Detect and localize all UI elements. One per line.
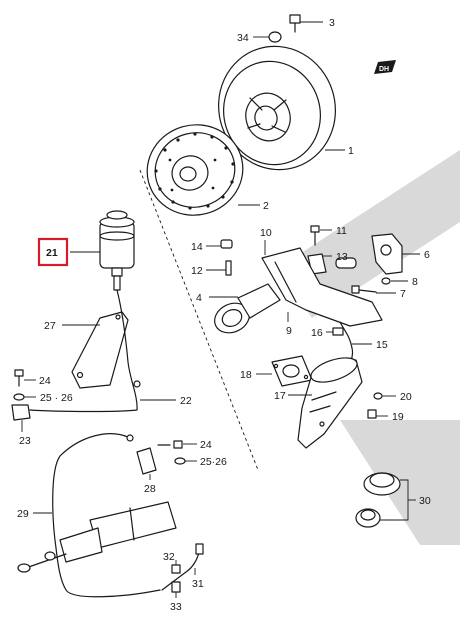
- release-bearing-part-4: 4: [196, 283, 281, 334]
- callout-32: 32: [163, 551, 175, 563]
- hose-part-22: 22: [29, 289, 192, 413]
- pressure-plate-part-1: 1: [218, 45, 354, 171]
- boot-part-30: 30: [355, 472, 431, 528]
- callout-8: 8: [412, 276, 418, 288]
- highlight-box-part-21: [37, 237, 69, 267]
- callout-31: 31: [192, 578, 204, 590]
- callout-22: 22: [180, 395, 192, 407]
- callout-18: 18: [240, 369, 252, 381]
- pin-part-12: 12: [191, 260, 232, 277]
- bracket-part-6: 6: [371, 233, 430, 275]
- callout-12: 12: [191, 265, 203, 277]
- pin-part-11: 11: [310, 225, 347, 246]
- callout-19: 19: [392, 411, 404, 423]
- callout-29: 29: [17, 508, 29, 520]
- callout-23: 23: [19, 435, 31, 447]
- release-fork-part-9: 9: [261, 247, 383, 337]
- fitting-part-32: 32: [163, 551, 181, 574]
- direction-wedge-upper: [278, 150, 460, 318]
- callout-33: 33: [170, 601, 182, 613]
- callout-25-26-right: 25·26: [200, 456, 227, 468]
- callout-13: 13: [336, 251, 348, 263]
- bolt-part-7: 7: [351, 285, 406, 300]
- callout-3: 3: [329, 17, 335, 29]
- pipe-part-29: 29: [17, 433, 161, 598]
- washer-part-25-26-left: 25 · 26: [13, 392, 73, 404]
- link-part-10: 10: [260, 227, 272, 255]
- callout-25-26-left: 25 · 26: [40, 392, 73, 404]
- callout-34: 34: [237, 32, 249, 44]
- washer-part-20: 20: [373, 391, 412, 403]
- bolt-part-3: 3: [289, 14, 335, 33]
- callout-17: 17: [274, 390, 286, 402]
- callout-7: 7: [400, 288, 406, 300]
- callout-11: 11: [336, 225, 347, 237]
- reservoir-part-21: [70, 210, 135, 291]
- gasket-part-18: 18: [240, 355, 313, 387]
- master-cylinder-assembly: [17, 501, 177, 573]
- callout-14: 14: [191, 241, 203, 253]
- callout-21: 21: [46, 247, 58, 259]
- washer-part-25-26-right: 25·26: [174, 456, 227, 468]
- clip-part-28: 28: [136, 447, 157, 495]
- bolt-part-24-left: 24: [14, 369, 51, 387]
- callout-20: 20: [400, 391, 412, 403]
- direction-badge-text: DH: [379, 66, 389, 73]
- callout-10: 10: [260, 227, 272, 239]
- direction-badge-icon: DH: [374, 60, 396, 74]
- nut-part-34: 34: [237, 31, 282, 44]
- pin-part-16: 16: [311, 327, 344, 339]
- callout-27: 27: [44, 320, 56, 332]
- callout-9: 9: [286, 325, 292, 337]
- bushing-part-14: 14: [191, 239, 233, 253]
- callout-4: 4: [196, 292, 202, 304]
- callout-6: 6: [424, 249, 430, 261]
- clip-part-23: 23: [11, 404, 31, 447]
- callout-15: 15: [376, 339, 388, 351]
- callout-16: 16: [311, 327, 323, 339]
- callout-30: 30: [419, 495, 431, 507]
- slave-cylinder-part-17: 17: [274, 357, 363, 449]
- nut-part-8: 8: [381, 276, 418, 288]
- bolt-part-24-right: 24: [157, 439, 212, 451]
- clutch-disc-part-2: 2: [146, 124, 269, 216]
- bolt-part-19: 19: [367, 409, 404, 423]
- callout-1: 1: [348, 145, 354, 157]
- callout-24-right: 24: [200, 439, 212, 451]
- callout-24-left: 24: [39, 375, 51, 387]
- callout-28: 28: [144, 483, 156, 495]
- callout-2: 2: [263, 200, 269, 212]
- bracket-part-27: 27: [44, 311, 129, 389]
- hose-part-31: 31: [161, 543, 204, 591]
- clip-part-33: 33: [170, 581, 182, 613]
